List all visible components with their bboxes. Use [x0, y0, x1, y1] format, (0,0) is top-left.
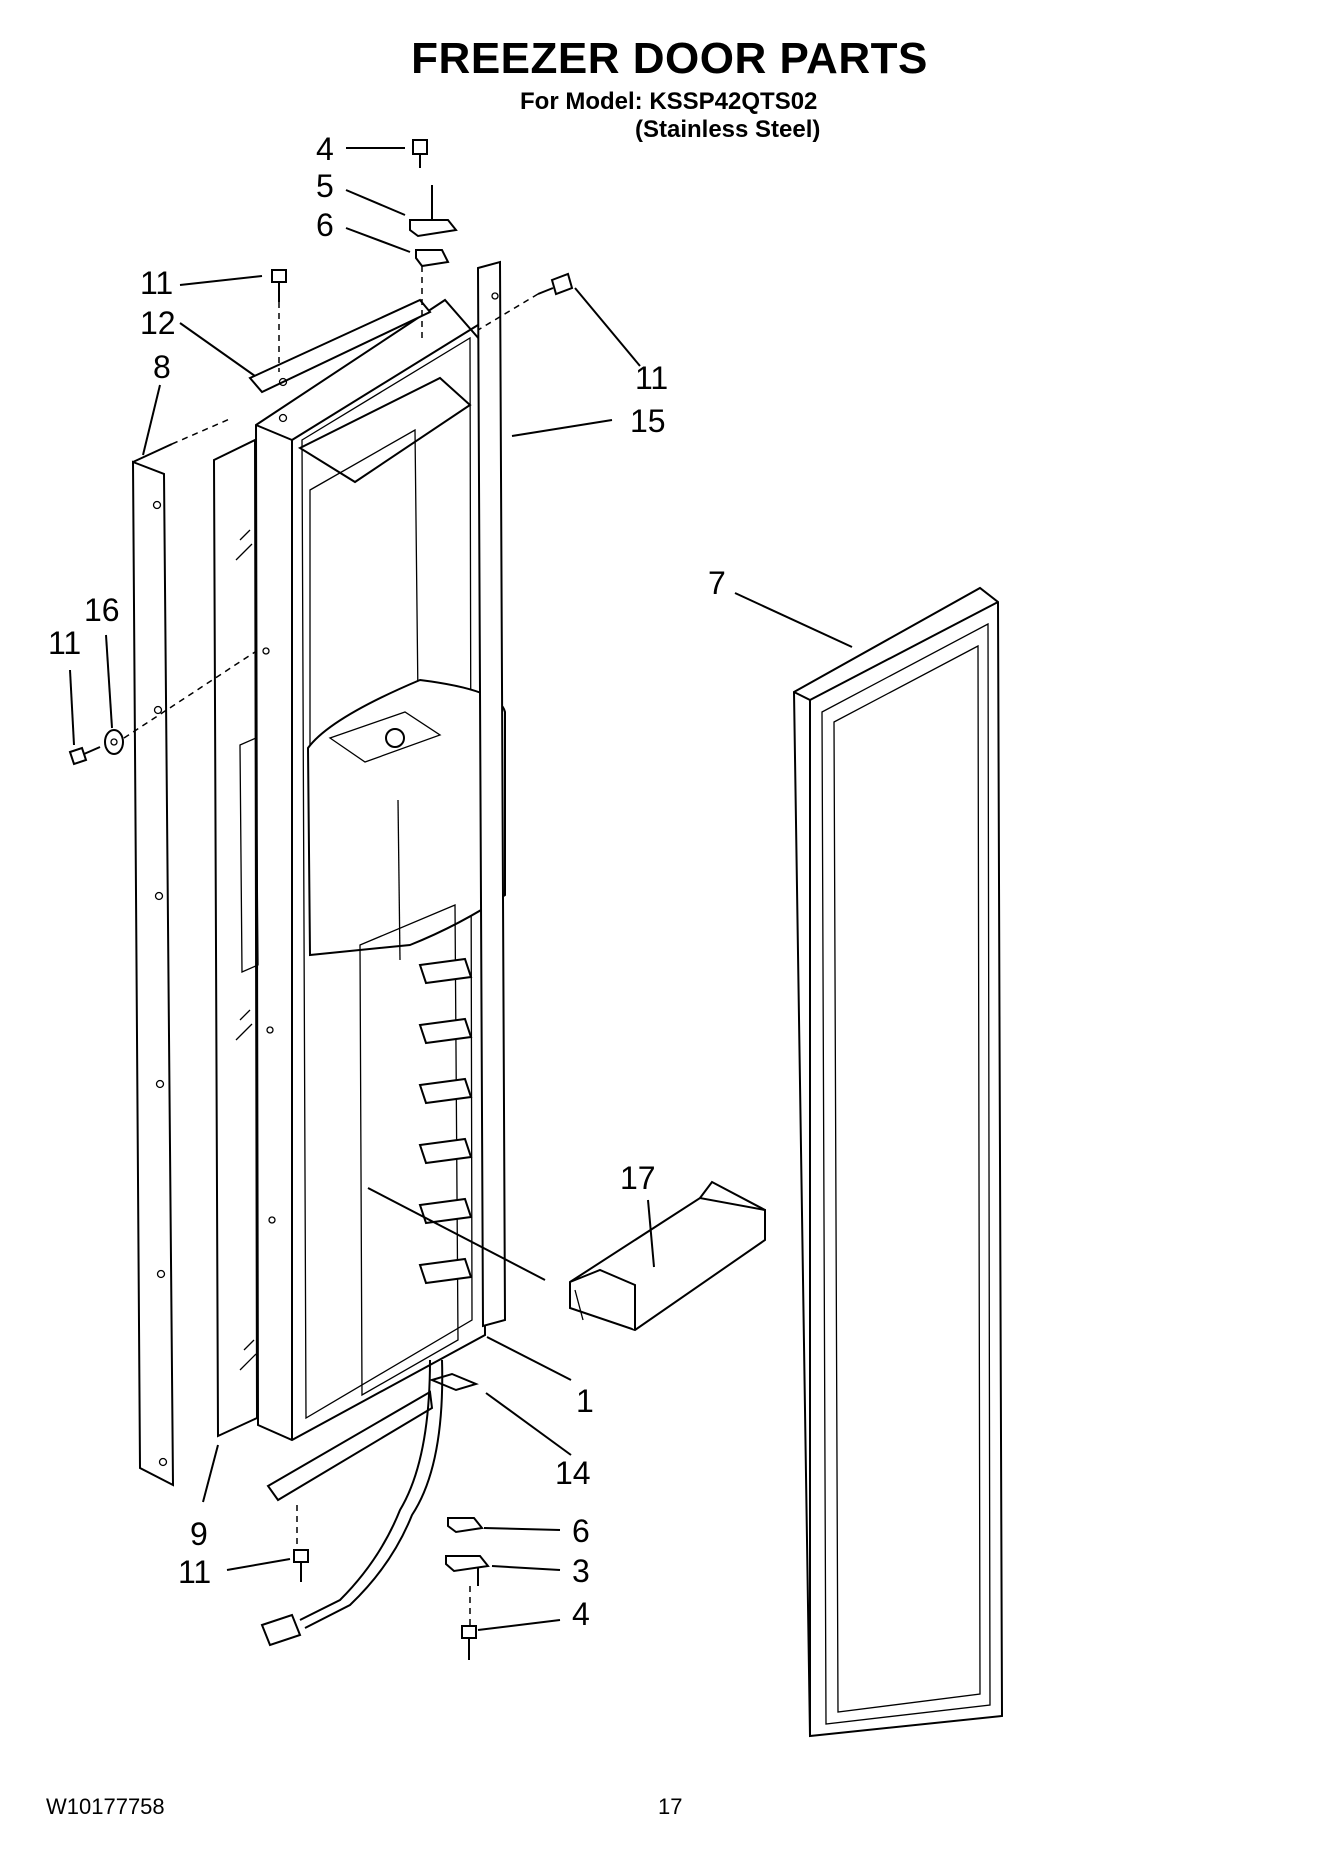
callout-11-top-left: 11	[140, 265, 173, 301]
callout-7: 7	[708, 565, 726, 601]
callout-3: 3	[572, 1553, 590, 1589]
callout-6-bottom: 6	[572, 1513, 590, 1549]
bottom-hinge-hardware	[293, 1517, 490, 1660]
callout-17: 17	[620, 1160, 656, 1196]
callout-14: 14	[555, 1455, 591, 1491]
part-1-door-liner	[239, 298, 506, 1442]
callout-5: 5	[316, 168, 334, 204]
leader-lines	[69, 147, 853, 1631]
part-8-side-trim	[131, 417, 233, 1487]
callout-16: 16	[84, 592, 120, 628]
document-number: W10177758	[46, 1794, 165, 1819]
callout-4-top: 4	[316, 131, 334, 167]
model-variant: (Stainless Steel)	[635, 116, 821, 143]
screw-11-washer-16-left	[68, 651, 256, 766]
callout-11-bottom: 11	[178, 1554, 211, 1590]
page-number: 17	[658, 1794, 683, 1819]
part-17-door-bin	[569, 1180, 766, 1332]
part-7-door-gasket	[792, 586, 1004, 1738]
callout-labels: 4 5 6 11 12 8 11 15 16 11 7 17 1 14 9 6 …	[48, 131, 726, 1632]
callout-15: 15	[630, 403, 666, 439]
callout-6-top: 6	[316, 207, 334, 243]
callout-9: 9	[190, 1516, 208, 1552]
top-hinge-hardware	[409, 139, 458, 342]
part-9-gasket-strip	[212, 438, 259, 1438]
shelf-clips	[418, 957, 473, 1285]
part-12-top-bracket	[248, 298, 432, 423]
screw-11-top-right	[477, 272, 574, 331]
callout-1: 1	[576, 1383, 594, 1419]
screw-11-top-left	[271, 269, 287, 372]
part-15-vertical-trim	[476, 260, 507, 1328]
callout-8: 8	[153, 349, 171, 385]
callout-11-left: 11	[48, 625, 81, 661]
callout-4-bottom: 4	[572, 1596, 590, 1632]
part-14-bottom-bracket	[260, 1359, 479, 1647]
model-number: For Model: KSSP42QTS02	[520, 88, 818, 115]
callout-12: 12	[140, 305, 176, 341]
callout-11-top-right: 11	[635, 360, 668, 396]
page-title: FREEZER DOOR PARTS	[411, 34, 928, 83]
